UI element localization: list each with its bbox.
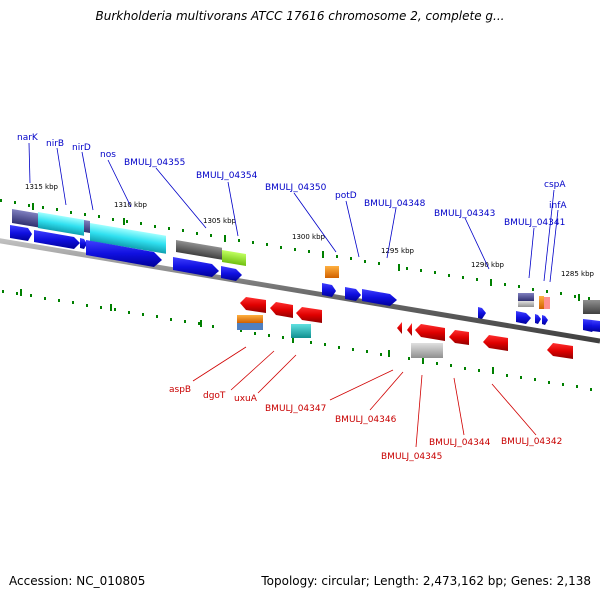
scale-label-1315: 1315 kbp (25, 183, 59, 191)
cds-fwd-2 (34, 230, 80, 249)
accession-label: Accession: NC_010805 (9, 574, 146, 588)
gene-aspB-orange (237, 315, 263, 323)
cds-fwd-1 (10, 225, 32, 241)
gene-04354-green (222, 250, 246, 267)
gene-04345-gray (411, 343, 443, 358)
scale-label-1305: 1305 kbp (203, 217, 237, 225)
gene-04343-block-b (518, 301, 534, 307)
cds-fwd-4 (86, 240, 162, 267)
cds-fwd-10 (478, 307, 486, 319)
top-leader-lines (28, 142, 559, 283)
scale-label-1285: 1285 kbp (561, 270, 595, 278)
gene-potD-orange (325, 266, 339, 278)
gene-uxuA-teal (291, 324, 311, 338)
scale-label-1295: 1295 kbp (381, 247, 415, 255)
gene-narK-outer (12, 209, 38, 228)
cds-rev-3 (296, 307, 322, 323)
scale-label-1290: 1290 kbp (471, 261, 505, 269)
cds-fwd-9 (362, 289, 397, 306)
cds-rev-2 (270, 302, 293, 318)
label-BMULJ_04354: BMULJ_04354 (196, 171, 258, 181)
label-narK: narK (17, 133, 39, 143)
gene-nirD-marker (84, 220, 90, 234)
gene-infA-pink (544, 297, 550, 309)
cds-rev-6 (415, 324, 445, 341)
label-nirB: nirB (46, 139, 64, 149)
label-nirD: nirD (72, 143, 91, 153)
cds-fwd-13 (542, 315, 548, 325)
scale-label-1300: 1300 kbp (292, 233, 326, 241)
label-BMULJ_04350: BMULJ_04350 (265, 183, 327, 193)
map-title: Burkholderia multivorans ATCC 17616 chro… (95, 9, 505, 23)
gene-narK-cyan (38, 212, 84, 236)
gene-nos-cyan (90, 223, 166, 254)
chromosome-backbone (0, 238, 600, 344)
gene-04355-gray (176, 240, 222, 260)
cds-fwd-5 (173, 257, 219, 277)
label-dgoT: dgoT (203, 391, 226, 401)
label-BMULJ_04345: BMULJ_04345 (381, 452, 442, 462)
label-BMULJ_04347: BMULJ_04347 (265, 404, 326, 414)
forward-strand-features (10, 209, 600, 332)
cds-rev-4 (397, 322, 402, 334)
label-cspA: cspA (544, 180, 566, 190)
label-BMULJ_04342: BMULJ_04342 (501, 437, 562, 447)
cds-rev-5 (407, 323, 412, 336)
label-nos: nos (100, 150, 116, 160)
cds-rev-1 (240, 297, 266, 313)
label-BMULJ_04343: BMULJ_04343 (434, 209, 495, 219)
label-BMULJ_04346: BMULJ_04346 (335, 415, 397, 425)
label-BMULJ_04348: BMULJ_04348 (364, 199, 426, 209)
gene-cspA-orange (539, 296, 544, 309)
cds-fwd-7 (322, 283, 336, 297)
label-potD: potD (335, 191, 357, 201)
reverse-strand-features (237, 297, 573, 359)
label-BMULJ_04341: BMULJ_04341 (504, 218, 565, 228)
gene-04343-block (518, 293, 534, 301)
cds-rev-7 (449, 330, 469, 345)
label-BMULJ_04344: BMULJ_04344 (429, 438, 491, 448)
cds-rev-9 (547, 343, 573, 359)
label-infA: infA (549, 201, 567, 211)
cds-rev-8 (483, 335, 508, 351)
cds-fwd-11 (516, 311, 531, 324)
label-aspB: aspB (169, 385, 191, 395)
label-BMULJ_04355: BMULJ_04355 (124, 158, 185, 168)
gene-right-gray (583, 300, 600, 314)
label-uxuA: uxuA (234, 394, 258, 404)
gene-aspB-blue (237, 323, 263, 330)
topology-summary: Topology: circular; Length: 2,473,162 bp… (261, 574, 591, 588)
lower-tick-row (2, 289, 592, 391)
cds-fwd-6 (221, 266, 242, 281)
scale-label-1310: 1310 kbp (114, 201, 148, 209)
cds-fwd-12 (535, 314, 541, 324)
cds-fwd-3 (80, 238, 87, 249)
cds-fwd-15 (592, 320, 600, 332)
cds-fwd-8 (345, 287, 361, 301)
bottom-leader-lines (192, 346, 537, 448)
upper-tick-row (0, 199, 590, 301)
